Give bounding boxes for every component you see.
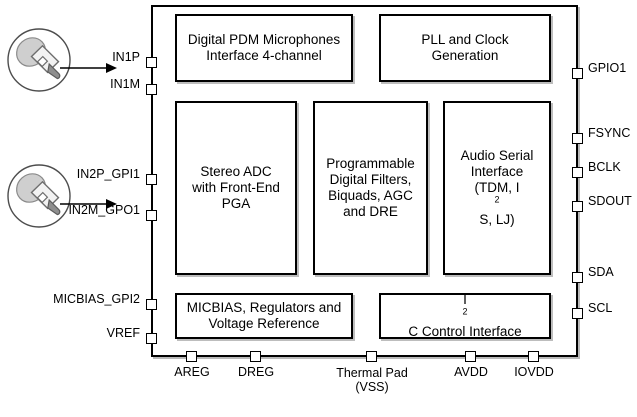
- pin-label-iovdd: IOVDD: [514, 365, 554, 379]
- block-digital-filters: Programmable Digital Filters, Biquads, A…: [313, 101, 428, 275]
- pin-scl[interactable]: [572, 308, 583, 319]
- block-pll-line1: PLL and Clock: [421, 32, 509, 47]
- pin-sda[interactable]: [572, 272, 583, 283]
- block-micbias-regulators: MICBIAS, Regulators and Voltage Referenc…: [175, 293, 353, 339]
- pin-label-fsync: FSYNC: [588, 126, 631, 140]
- block-pdm-line1: Digital PDM Microphones: [187, 32, 341, 47]
- pin-label-vref: VREF: [106, 326, 140, 340]
- pin-bclk[interactable]: [572, 167, 583, 178]
- pin-in2m-gpo1[interactable]: [146, 210, 157, 221]
- pin-label-in2m-gpo1: IN2M_GPO1: [68, 203, 140, 217]
- block-pll-line2: Generation: [431, 48, 499, 63]
- block-pll-clock: PLL and Clock Generation: [379, 14, 551, 82]
- block-adc-line1: Stereo ADC: [200, 164, 272, 179]
- pin-micbias-gpi2[interactable]: [146, 299, 157, 310]
- pin-iovdd[interactable]: [528, 351, 539, 362]
- pin-label-thermal-pad-line2: (VSS): [355, 380, 389, 394]
- pin-label-scl: SCL: [588, 301, 613, 315]
- block-asi-line1: Audio Serial: [460, 148, 534, 163]
- pin-avdd[interactable]: [465, 351, 476, 362]
- block-i2c-line1-sup: 2: [462, 306, 468, 317]
- pin-label-in1p: IN1P: [112, 50, 140, 64]
- block-dsp-line4: and DRE: [343, 204, 398, 219]
- block-micbias-line2: Voltage Reference: [208, 316, 320, 331]
- pin-in2p-gpi1[interactable]: [146, 174, 157, 185]
- block-micbias-line1: MICBIAS, Regulators and: [186, 300, 342, 315]
- pin-label-sdout: SDOUT: [588, 194, 632, 208]
- pin-in1m[interactable]: [146, 84, 157, 95]
- microphone-icon-2: [7, 164, 71, 228]
- pin-label-bclk: BCLK: [588, 160, 621, 174]
- block-pdm-line2: Interface 4-channel: [206, 48, 322, 63]
- pin-fsync[interactable]: [572, 133, 583, 144]
- pin-label-in2p-gpi1: IN2P_GPI1: [76, 167, 140, 181]
- pin-label-thermal-pad: Thermal Pad (VSS): [322, 366, 422, 394]
- block-dsp-line1: Programmable: [326, 156, 415, 171]
- block-dsp-line3: Biquads, AGC: [328, 188, 413, 203]
- pin-label-micbias-gpi2: MICBIAS_GPI2: [53, 292, 140, 306]
- pin-thermal-pad[interactable]: [366, 351, 377, 362]
- pin-areg[interactable]: [186, 351, 197, 362]
- pin-label-gpio1: GPIO1: [588, 61, 627, 75]
- block-pdm-interface: Digital PDM Microphones Interface 4-chan…: [175, 14, 353, 82]
- pin-vref[interactable]: [146, 333, 157, 344]
- mic2-signal-arrow: [60, 199, 117, 209]
- pin-dreg[interactable]: [250, 351, 261, 362]
- pin-label-sda: SDA: [588, 265, 614, 279]
- pin-gpio1[interactable]: [572, 68, 583, 79]
- pin-label-avdd: AVDD: [454, 365, 488, 379]
- block-stereo-adc: Stereo ADC with Front-End PGA: [175, 101, 297, 275]
- pin-sdout[interactable]: [572, 201, 583, 212]
- pin-label-in1m: IN1M: [110, 77, 140, 91]
- block-adc-line2: with Front-End: [192, 180, 280, 195]
- mic1-signal-arrow: [60, 63, 117, 73]
- block-asi-line3-post: S, LJ): [479, 212, 515, 227]
- pin-label-dreg: DREG: [237, 365, 275, 379]
- pin-label-thermal-pad-line1: Thermal Pad: [336, 366, 408, 380]
- block-i2c-line1-post: C Control Interface: [408, 324, 522, 339]
- microphone-icon-1: [7, 28, 71, 92]
- block-asi-line3-pre: (TDM, I: [474, 180, 520, 195]
- block-dsp-line2: Digital Filters,: [329, 172, 412, 187]
- block-asi-line2: Interface: [470, 164, 524, 179]
- pin-in1p[interactable]: [146, 57, 157, 68]
- pin-label-areg: AREG: [174, 365, 210, 379]
- block-adc-line3: PGA: [221, 196, 251, 211]
- block-asi-line3-sup: 2: [494, 194, 500, 205]
- block-i2c-line1-pre: I: [463, 292, 467, 307]
